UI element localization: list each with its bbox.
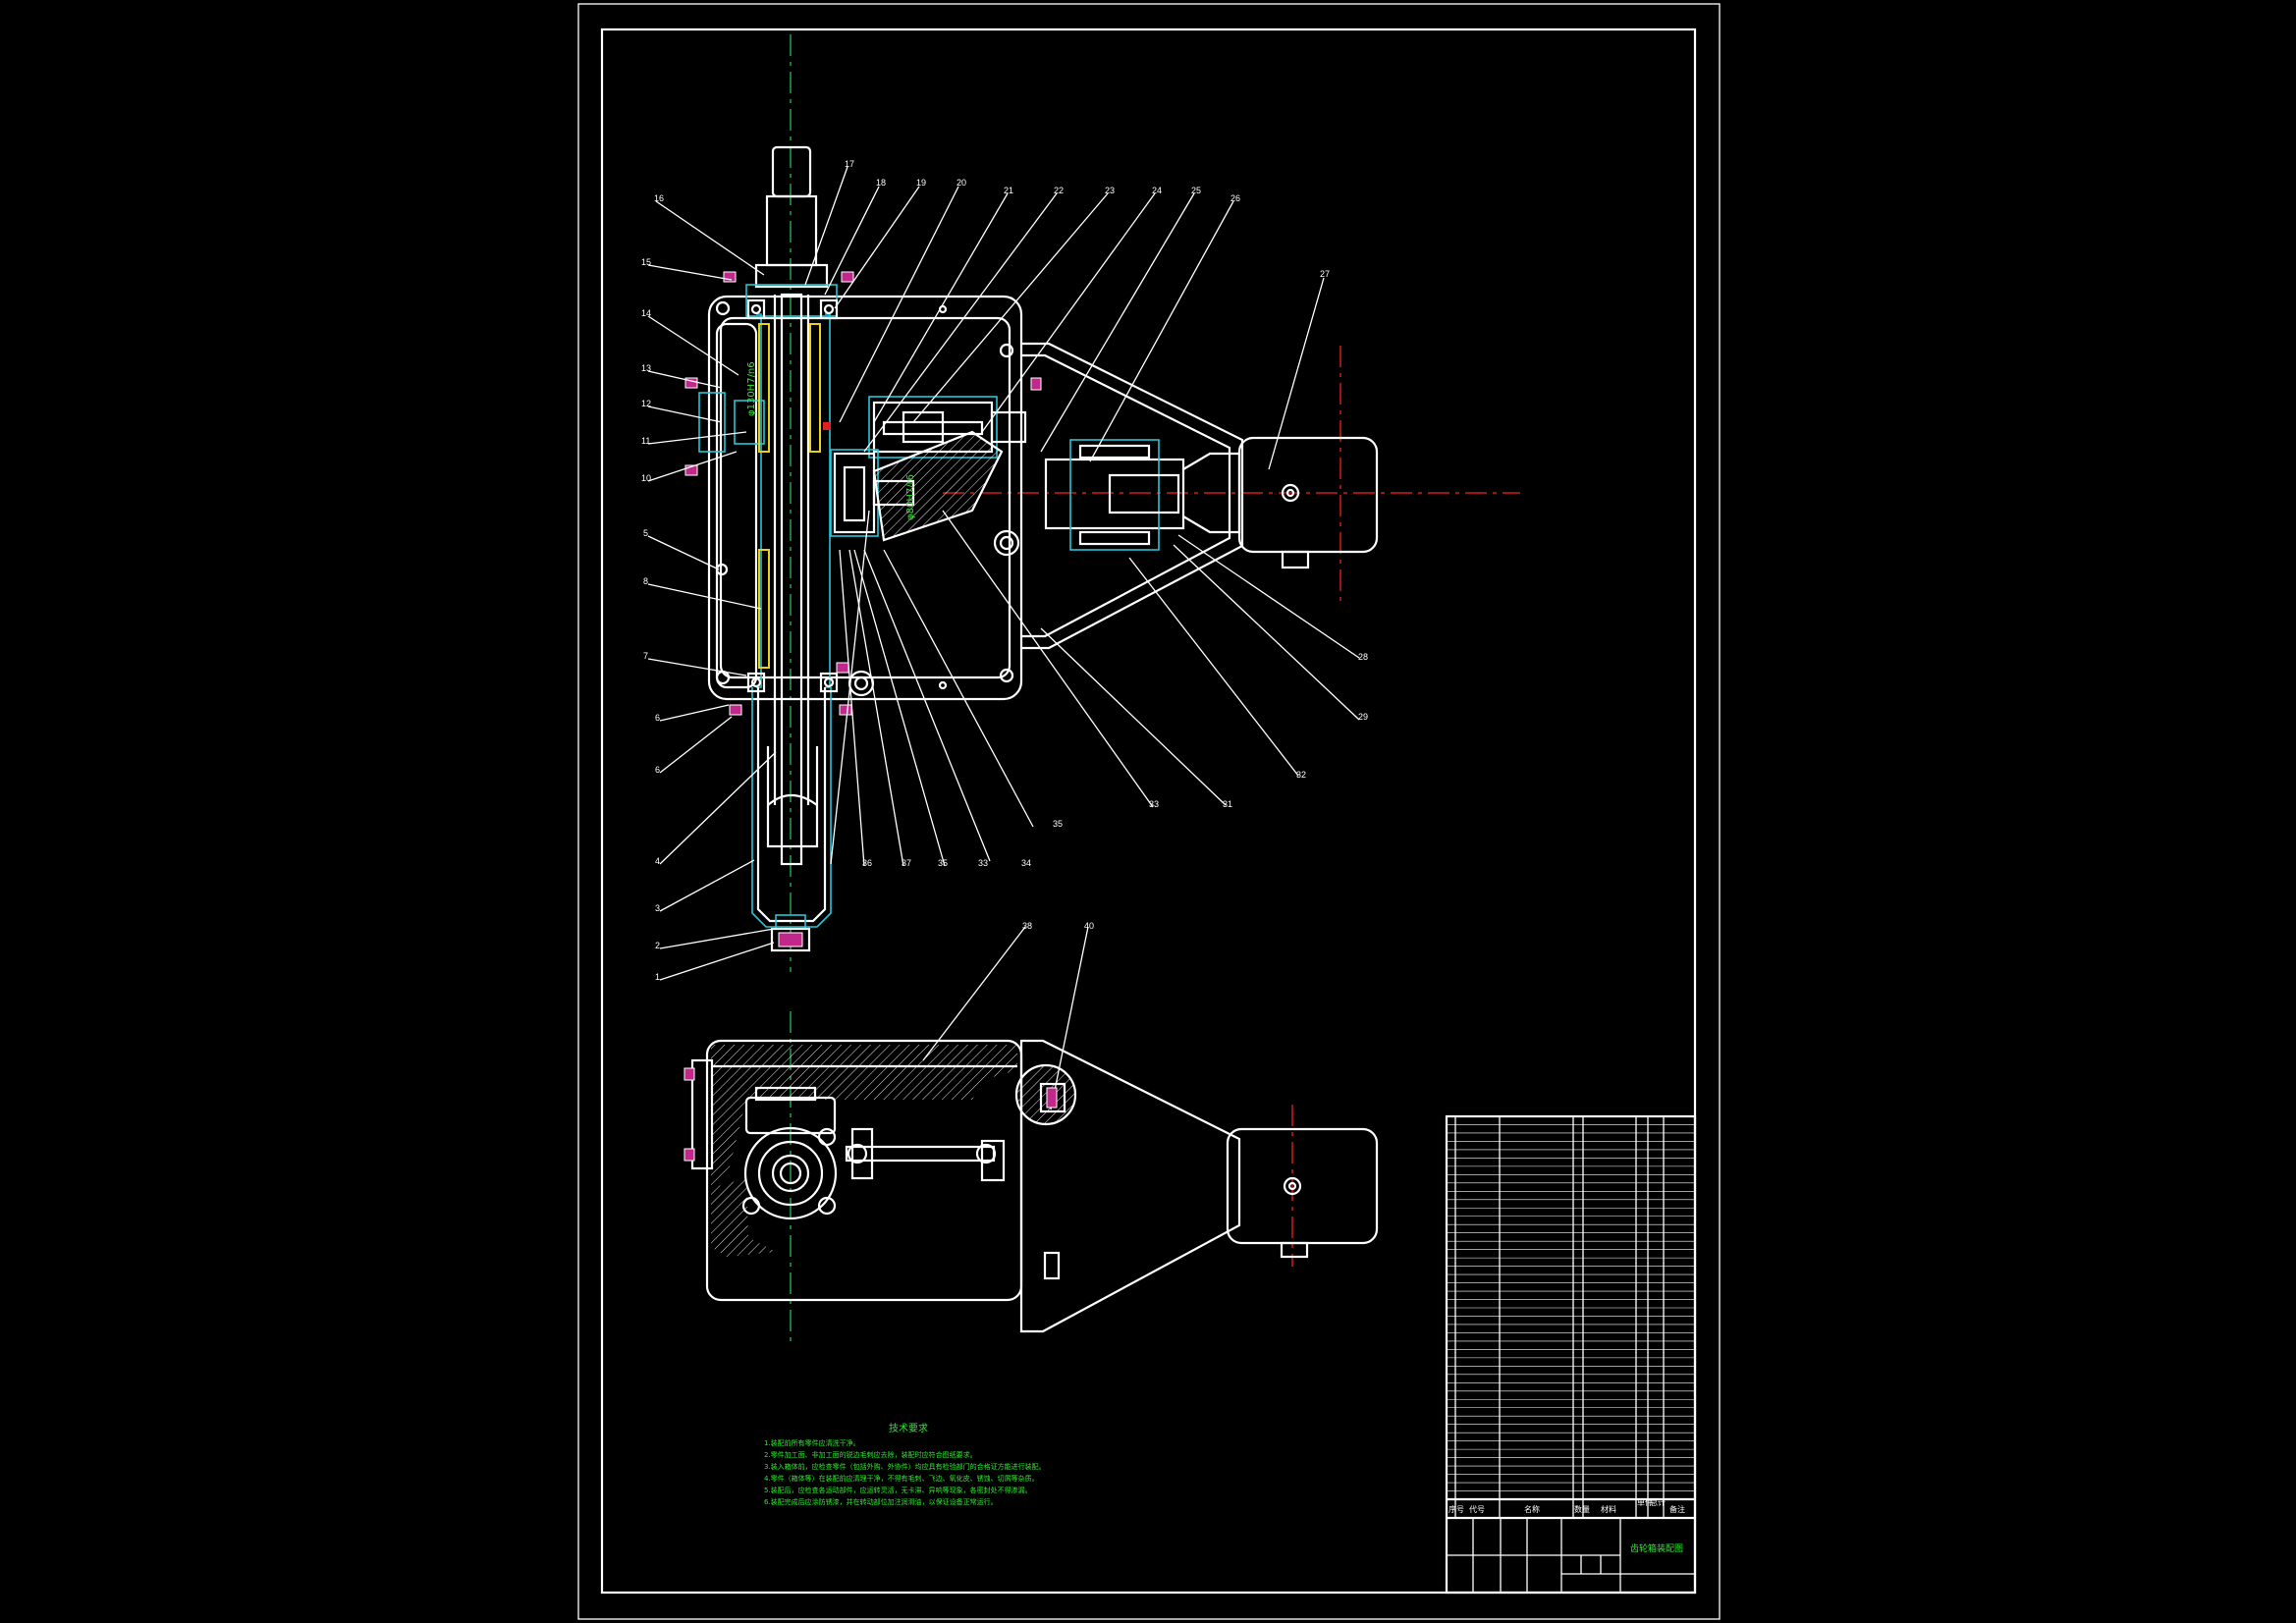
part-label: 35 [1053,819,1063,829]
plan-view [683,1011,1379,1345]
part-label: 29 [1358,712,1368,722]
tech-req-line: 6.装配完成后应涂防锈漆，并在转动部位加注润滑油，以保证设备正常运行。 [764,1497,998,1506]
part-label: 18 [876,178,886,188]
part-label: 32 [1296,770,1306,780]
parts-header-cell: 代号 [1469,1504,1485,1514]
part-label: 20 [957,178,966,188]
parts-header-cell: 总计 [1650,1497,1666,1507]
part-label: 1 [655,972,660,982]
part-label: 28 [1358,652,1368,662]
part-label: 19 [916,178,926,188]
part-label: 10 [641,473,651,483]
tech-req-line: 4.零件（箱体等）在装配前应清理干净，不得有毛刺、飞边、氧化皮、锈蚀、切屑等杂质… [764,1474,1039,1483]
part-label: 13 [641,363,651,373]
part-label: 2 [655,941,660,950]
part-label: 35 [938,858,948,868]
parts-header-cell: 材料 [1601,1504,1616,1514]
part-label: 36 [862,858,872,868]
sheet-inner-border [600,27,1697,1595]
part-label: 38 [1022,921,1032,931]
parts-header-cell: 单件 [1637,1497,1653,1507]
parts-header-cell: 序号 [1449,1504,1464,1514]
fit-label-2: φ80H7/r6 [905,474,916,520]
part-label: 14 [641,308,651,318]
part-label: 3 [655,903,660,913]
part-label: 4 [655,856,660,866]
part-labels: 17 18 19 20 21 22 23 24 25 26 16 15 14 1… [641,159,1368,982]
part-label: 33 [978,858,988,868]
front-view [684,34,1520,972]
part-label: 25 [1191,186,1201,195]
parts-header-cell: 名称 [1524,1504,1540,1514]
tech-req-line: 3.装入箱体前，应检查零件（包括外购、外协件）均应具有检验部门的合格证方能进行装… [764,1462,1046,1471]
part-label: 6 [655,765,660,775]
part-label: 23 [1105,186,1115,195]
part-label: 17 [845,159,854,169]
part-label: 27 [1320,269,1330,279]
part-label: 22 [1054,186,1064,195]
drawing-title: 齿轮箱装配图 [1630,1542,1683,1554]
tech-req-title: 技术要求 [889,1422,928,1434]
part-label: 24 [1152,186,1162,195]
fit-label-1: φ130H7/n6 [746,361,757,416]
tech-req-line: 5.装配后，应检查各运动部件，应运转灵活，无卡滞、异响等现象，各密封处不得渗漏。 [764,1486,1032,1494]
tech-req-line: 1.装配前所有零件应清洗干净。 [764,1438,860,1447]
part-label: 40 [1084,921,1094,931]
tech-req-line: 2.零件加工面、非加工面的锐边毛刺应去除，装配时应符合图纸要求。 [764,1450,977,1459]
part-label: 21 [1004,186,1013,195]
part-label: 7 [643,651,648,661]
part-label: 37 [902,858,911,868]
part-label: 6 [655,713,660,723]
part-label: 16 [654,193,664,203]
parts-list: 序号 代号 名称 数量 材料 单件 总计 备注 齿轮箱装配图 [1445,1114,1697,1595]
part-label: 34 [1021,858,1031,868]
sheet-outer-border [577,3,1721,1620]
part-label: 11 [641,436,650,446]
part-label: 12 [641,399,651,408]
technical-requirements: 技术要求 1.装配前所有零件应清洗干净。 2.零件加工面、非加工面的锐边毛刺应去… [764,1422,1046,1506]
part-label: 31 [1223,799,1232,809]
part-label: 15 [641,257,651,267]
part-label: 33 [1149,799,1159,809]
part-label: 5 [643,528,648,538]
leader-lines [647,166,1360,1110]
parts-header-cell: 备注 [1669,1504,1685,1514]
part-label: 26 [1230,193,1240,203]
parts-header-cell: 数量 [1574,1504,1590,1514]
part-label: 8 [643,576,648,586]
